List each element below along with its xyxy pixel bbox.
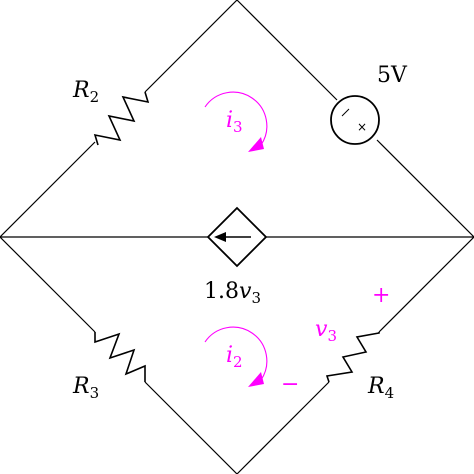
label-i3: i3 xyxy=(226,108,243,136)
loop-arrow-icon xyxy=(248,372,264,387)
resistor-r2 xyxy=(93,91,150,146)
loop-i2 xyxy=(204,326,268,387)
arrow-left-icon xyxy=(214,232,226,242)
plus-icon: × xyxy=(357,120,367,134)
wire-bottom-right-upper xyxy=(378,236,474,333)
label-v3: v3 xyxy=(315,317,337,345)
wire-bottom-left-upper xyxy=(0,236,96,333)
label-r4: R4 xyxy=(367,374,394,402)
loop-arrow-icon xyxy=(248,137,264,152)
label-r3: R3 xyxy=(72,374,99,402)
wire-top-left-upper xyxy=(144,0,238,93)
label-dependent-source: 1.8v3 xyxy=(204,279,261,307)
label-v3-minus: − xyxy=(281,372,299,397)
wire-top-left-lower xyxy=(0,141,96,238)
label-voltage-source: 5V xyxy=(377,63,408,88)
loop-i3 xyxy=(204,91,268,152)
label-r2: R2 xyxy=(72,78,99,106)
wire-bottom-left-lower xyxy=(144,381,238,474)
wire-top-right-lower xyxy=(376,139,474,238)
dependent-current-source xyxy=(206,206,268,268)
label-i2: i2 xyxy=(226,343,243,371)
resistor-r4 xyxy=(325,332,380,383)
voltage-source: × xyxy=(330,95,380,145)
wire-top-right-upper xyxy=(236,0,338,101)
minus-icon xyxy=(341,108,350,117)
wire-bottom-right-lower xyxy=(236,381,330,474)
label-v3-plus: + xyxy=(372,283,390,308)
resistor-r3 xyxy=(94,332,146,382)
